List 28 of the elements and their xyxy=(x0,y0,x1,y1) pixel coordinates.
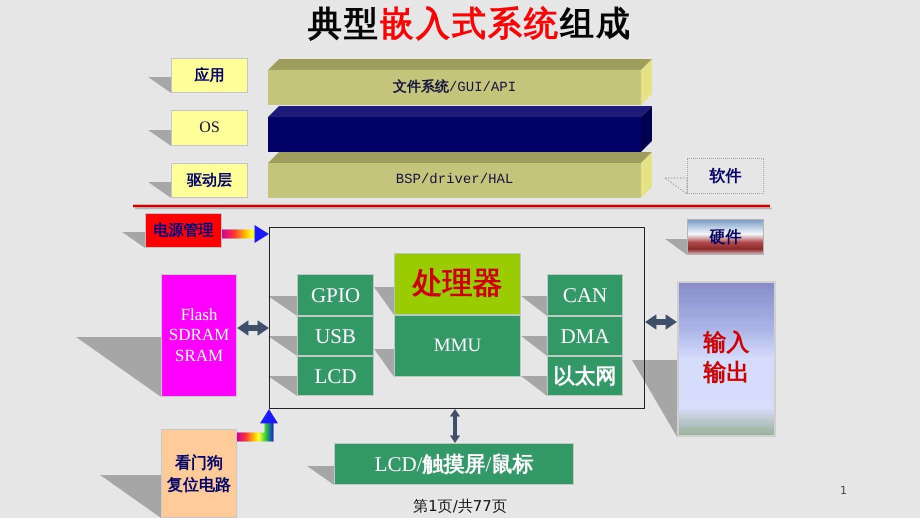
title: 典型嵌入式系统组成 xyxy=(308,6,632,44)
module-box: 输入输出 xyxy=(677,281,776,437)
module-block: DMA xyxy=(547,316,623,356)
arrow xyxy=(237,409,276,442)
processor-block: 处理器 xyxy=(394,253,521,315)
arrow xyxy=(222,226,269,242)
double-arrow xyxy=(451,409,459,443)
system-frame xyxy=(269,227,645,409)
module-block: GPIO xyxy=(297,274,374,316)
layer-label: 驱动层 xyxy=(171,163,248,198)
section-tag: 软件 xyxy=(687,158,764,194)
module-block: USB xyxy=(297,316,374,356)
section-tag: 硬件 xyxy=(687,219,764,255)
double-arrow xyxy=(237,322,269,334)
layer-label: 应用 xyxy=(171,58,248,93)
module-block: CAN xyxy=(547,274,623,316)
module-box: LCD/触摸屏/鼠标 xyxy=(334,443,574,485)
double-arrow xyxy=(645,316,677,328)
page-number: 1 xyxy=(840,484,847,497)
layer-band xyxy=(268,106,652,152)
module-box: 看门狗 复位电路 xyxy=(161,429,237,518)
module-block: LCD xyxy=(297,356,374,396)
module-block: MMU xyxy=(394,315,521,377)
module-box: Flash SDRAM SRAM xyxy=(161,274,237,397)
page-footer: 第1页/共77页 xyxy=(413,497,507,516)
layer-label: OS xyxy=(171,110,248,146)
module-box: 电源管理 xyxy=(145,213,222,248)
module-block: 以太网 xyxy=(547,356,623,396)
